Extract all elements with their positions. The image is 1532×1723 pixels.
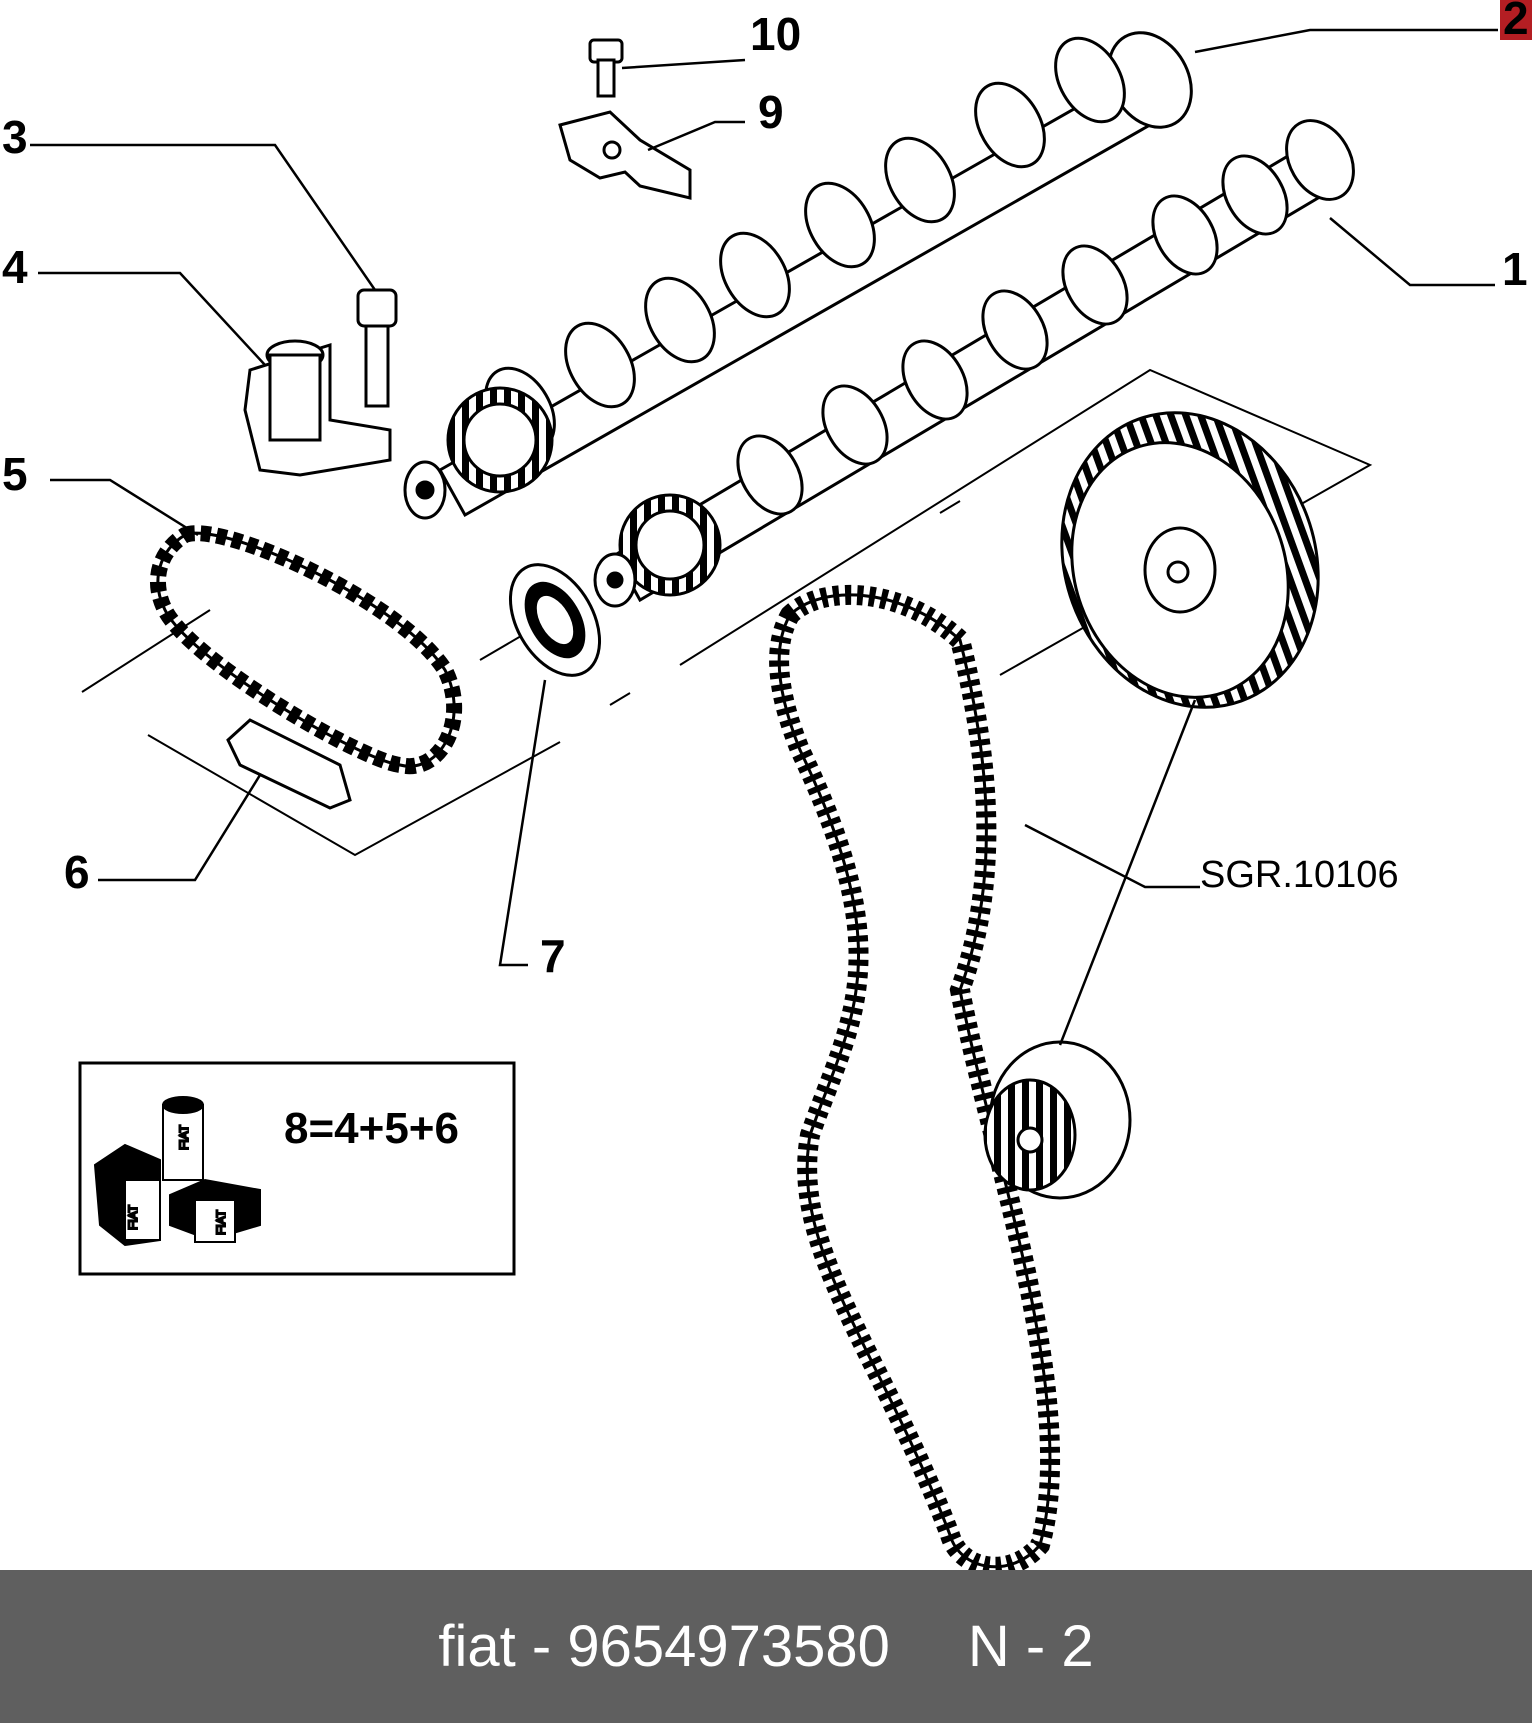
reference-code: SGR.10106 [1200, 854, 1399, 896]
idler-pulley [983, 1040, 1132, 1200]
callout-10: 10 [750, 8, 801, 60]
camshaft-exhaust [403, 31, 1193, 520]
callout-1: 1 [1502, 243, 1528, 295]
callout-5: 5 [2, 448, 28, 500]
footer-brand-part: fiat - 9654973580 [438, 1614, 890, 1679]
kit-parts-icon: FIAT FIAT FIAT [93, 1096, 261, 1247]
footer-position: N - 2 [967, 1614, 1094, 1679]
callout-2-highlight [1500, 0, 1532, 40]
kit-box: FIAT FIAT FIAT 8=4+5+6 [78, 1061, 516, 1276]
footer-bar: fiat - 9654973580 N - 2 [0, 1570, 1532, 1723]
svg-text:FIAT: FIAT [214, 1209, 228, 1235]
svg-text:FIAT: FIAT [126, 1204, 140, 1230]
callout-6: 6 [64, 846, 90, 898]
bolt-10 [588, 38, 624, 98]
exploded-parts-diagram: 10 2 9 3 1 4 5 6 7 SGR.10106 FIAT FIAT F… [2, 0, 1532, 1570]
camshaft-intake [593, 119, 1355, 608]
leader-lines [30, 28, 1498, 1046]
oil-seal-7 [508, 563, 602, 677]
sensor-9 [558, 110, 692, 200]
callout-2: 2 [1503, 0, 1529, 44]
chain-tensioner-4 [243, 339, 392, 477]
timing-chain-5 [149, 525, 463, 775]
callout-7: 7 [540, 930, 566, 982]
bolt-3 [356, 288, 398, 408]
svg-text:FIAT: FIAT [177, 1124, 191, 1150]
callout-9: 9 [758, 86, 784, 138]
kit-formula: 8=4+5+6 [284, 1104, 459, 1153]
chain-guide-6 [226, 718, 352, 810]
callout-3: 3 [2, 111, 28, 163]
camshaft-pulley [1060, 411, 1320, 709]
timing-belt [769, 585, 1060, 1570]
callout-4: 4 [2, 241, 28, 293]
